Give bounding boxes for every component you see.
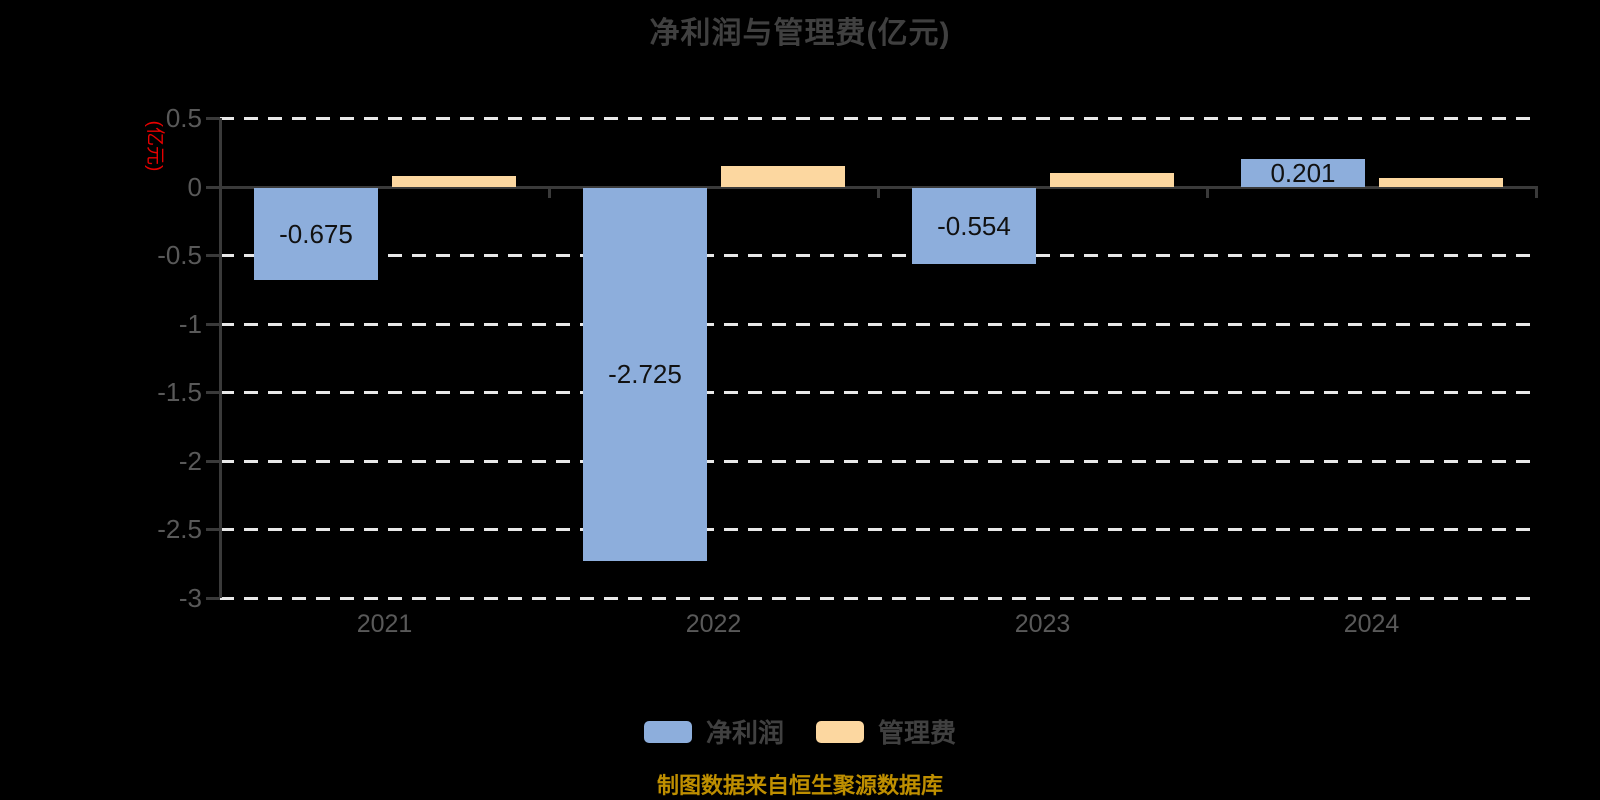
y-tick-label: -3 — [178, 583, 202, 613]
bar-value-label: -2.725 — [608, 359, 682, 390]
y-gridline — [220, 459, 1536, 463]
y-tick-label: -2 — [178, 445, 202, 476]
y-tick-label: -0.5 — [157, 240, 202, 271]
y-gridline — [220, 322, 1536, 326]
mgmt-fee-swatch-icon — [816, 720, 864, 743]
y-axis-tick — [206, 391, 220, 395]
x-axis-label: 2022 — [685, 610, 742, 638]
bar-value-label: 0.201 — [1270, 157, 1336, 188]
y-axis-line — [219, 118, 222, 598]
y-axis-tick — [206, 185, 220, 189]
y-axis-tick — [206, 322, 220, 326]
y-tick-label: -2.5 — [157, 514, 202, 545]
bar-net-profit[interactable] — [583, 187, 707, 562]
bar-value-label: -0.675 — [279, 218, 353, 249]
bar-net-profit[interactable] — [1241, 159, 1365, 187]
y-gridline — [220, 391, 1536, 395]
bar-mgmt-fee[interactable] — [392, 175, 516, 187]
bar-net-profit[interactable] — [254, 187, 378, 281]
x-axis-tick — [548, 186, 551, 198]
legend-label-net-profit: 净利润 — [705, 718, 784, 748]
y-gridline — [220, 528, 1536, 532]
x-axis-label: 2023 — [1014, 610, 1071, 638]
x-axis-tick — [1535, 186, 1538, 198]
x-axis-label: 2024 — [1343, 610, 1400, 638]
bar-mgmt-fee[interactable] — [1050, 172, 1174, 187]
y-gridline — [220, 117, 1536, 120]
net-profit-swatch-icon — [643, 720, 692, 743]
y-axis-tick — [206, 117, 220, 120]
y-tick-label: 0 — [187, 171, 202, 202]
y-axis-tick — [206, 459, 220, 463]
chart-title: 净利润与管理费(亿元) — [649, 17, 951, 50]
y-gridline — [220, 254, 1536, 258]
chart-legend: 净利润 管理费 — [0, 713, 1600, 750]
bar-mgmt-fee[interactable] — [721, 166, 845, 187]
y-axis-tick — [206, 597, 220, 600]
legend-item-net-profit[interactable]: 净利润 — [643, 713, 784, 750]
y-tick-label: -1.5 — [157, 377, 202, 408]
y-tick-label: -1 — [178, 308, 202, 339]
x-axis-tick — [877, 186, 880, 198]
y-axis-tick — [206, 528, 220, 532]
bar-net-profit[interactable] — [912, 187, 1036, 264]
x-axis-label: 2021 — [356, 610, 413, 638]
footer-source-note: 制图数据来自恒生聚源数据库 — [656, 773, 943, 798]
bar-value-label: -0.554 — [937, 210, 1011, 241]
y-gridline — [220, 597, 1536, 600]
legend-item-mgmt-fee[interactable]: 管理费 — [816, 713, 956, 750]
legend-label-mgmt-fee: 管理费 — [878, 718, 957, 748]
bar-mgmt-fee[interactable] — [1379, 177, 1503, 187]
y-axis-tick — [206, 254, 220, 258]
y-tick-label: 0.5 — [165, 103, 202, 133]
x-axis-tick — [1206, 186, 1209, 198]
